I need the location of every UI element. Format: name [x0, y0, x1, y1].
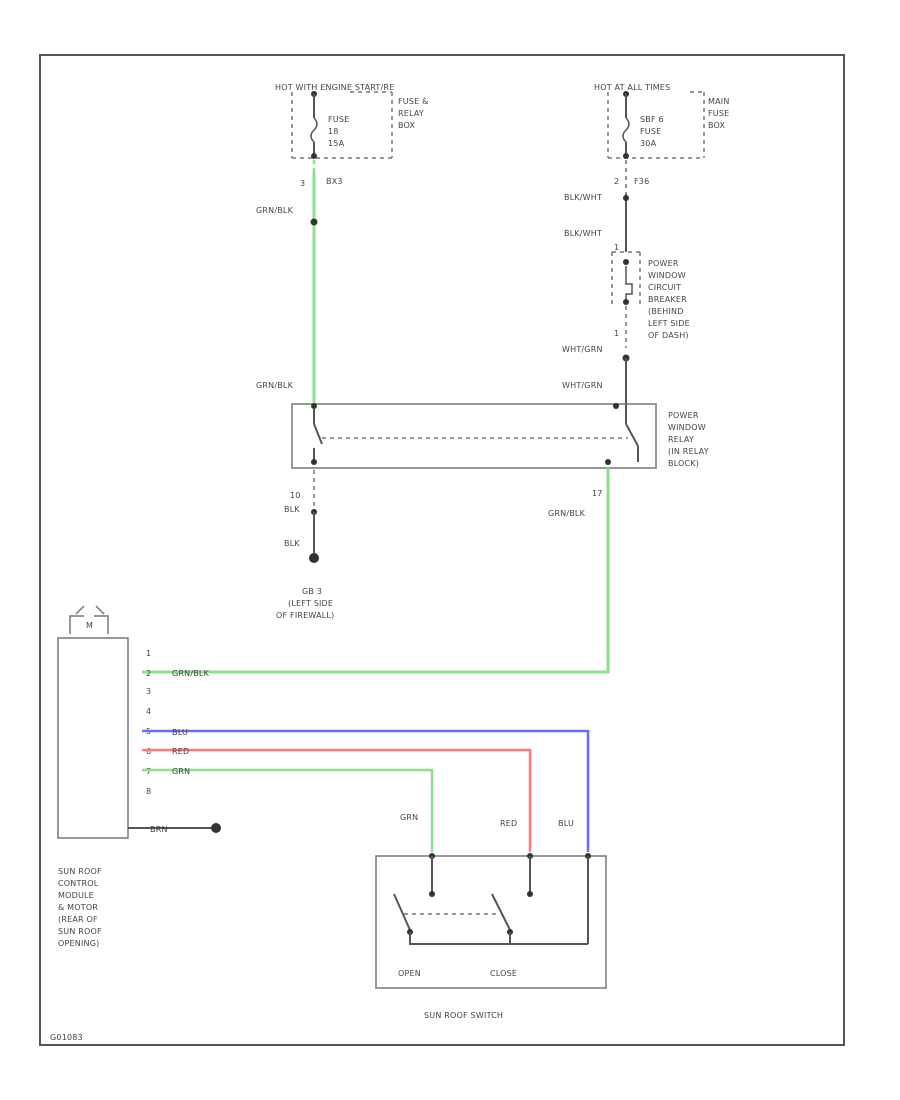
left-conn-id: BX3: [326, 177, 343, 186]
cb-label-7: OF DASH): [648, 331, 689, 340]
red-wire: [142, 748, 532, 852]
module-label-3: MODULE: [58, 891, 94, 900]
wire-label-wht-grn-1: WHT/GRN: [562, 345, 603, 354]
cb-label-1: POWER: [648, 259, 679, 268]
module-label-6: SUN ROOF: [58, 927, 102, 936]
module-pin-4: 4: [146, 707, 151, 716]
module-ground-icon: [211, 823, 221, 833]
cb-pin-bottom: 1: [614, 329, 619, 338]
ground-point-icon: [309, 553, 319, 563]
module-pin-1: 1: [146, 649, 151, 658]
ground-pin: 10: [290, 491, 301, 500]
module-pin-8: 8: [146, 787, 151, 796]
left-box-line-2: RELAY: [398, 109, 424, 118]
module-pin-7: 7: [146, 767, 151, 776]
relay-out-pin: 17: [592, 489, 603, 498]
wire-label-blk-1: BLK: [284, 505, 300, 514]
right-box-line-1: MAIN: [708, 97, 730, 106]
relay-label-4: (IN RELAY: [668, 447, 709, 456]
module-label-2: CONTROL: [58, 879, 99, 888]
left-supply-label: HOT WITH ENGINE START/RE: [275, 83, 394, 92]
cb-label-5: (BEHIND: [648, 307, 684, 316]
wire-label-blk-2: BLK: [284, 539, 300, 548]
wire-label-module-grn-blk: GRN/BLK: [172, 669, 210, 678]
relay-label-1: POWER: [668, 411, 699, 420]
wire-label-module-gnd: BRN: [150, 825, 168, 834]
footer-code: G01083: [50, 1033, 83, 1042]
module-label-7: OPENING): [58, 939, 99, 948]
wire-label-grn-blk-1: GRN/BLK: [256, 206, 294, 215]
switch-title: SUN ROOF SWITCH: [424, 1011, 503, 1020]
left-box-line-3: BOX: [398, 121, 416, 130]
relay-label-2: WINDOW: [668, 423, 706, 432]
blu-wire: [142, 729, 590, 852]
cb-pin-top: 1: [614, 243, 619, 252]
wire-label-module-blu: BLU: [172, 728, 188, 737]
left-box-line-1: FUSE &: [398, 97, 429, 106]
ground-label-1: GB 3: [302, 587, 322, 596]
wire-label-module-red: RED: [172, 747, 189, 756]
module-label-5: (REAR OF: [58, 915, 98, 924]
right-fuse-line-3: 30A: [640, 139, 657, 148]
relay-label-5: BLOCK): [668, 459, 699, 468]
fuse-relay-box-left: HOT WITH ENGINE START/RE FUSE 18 15A FUS…: [275, 83, 429, 188]
ground-label-3: OF FIREWALL): [276, 611, 334, 620]
cb-label-3: CIRCUIT: [648, 283, 681, 292]
main-fuse-box-right: HOT AT ALL TIMES SBF 6 FUSE 30A MAIN FUS…: [594, 83, 730, 186]
power-window-circuit-breaker: 1 POWER WINDOW CIRCUIT BREAKER (BEHIND L…: [611, 243, 690, 340]
cb-label-6: LEFT SIDE: [648, 319, 690, 328]
grn-wire: [142, 768, 434, 852]
power-window-relay: POWER WINDOW RELAY (IN RELAY BLOCK): [291, 403, 709, 469]
left-conn-pin: 3: [300, 179, 305, 188]
cb-label-4: BREAKER: [648, 295, 687, 304]
wire-label-switch-red: RED: [500, 819, 517, 828]
grn-blk-wire-out: [142, 468, 610, 674]
module-pin-2: 2: [146, 669, 151, 678]
wire-label-blk-wht-2: BLK/WHT: [564, 229, 602, 238]
right-fuse-line-1: SBF 6: [640, 115, 664, 124]
wire-label-blk-wht-1: BLK/WHT: [564, 193, 602, 202]
module-pin-3: 3: [146, 687, 151, 696]
motor-icon: M: [86, 621, 93, 630]
left-fuse-line-3: 15A: [328, 139, 345, 148]
right-conn-id: F36: [634, 177, 649, 186]
switch-open-label: OPEN: [398, 969, 421, 978]
wire-label-wht-grn-2: WHT/GRN: [562, 381, 603, 390]
wire-label-module-grn: GRN: [172, 767, 190, 776]
switch-close-label: CLOSE: [490, 969, 517, 978]
wire-label-switch-blu: BLU: [558, 819, 574, 828]
wire-label-grn-blk-2: GRN/BLK: [256, 381, 294, 390]
left-fuse-line-1: FUSE: [328, 115, 349, 124]
sun-roof-control-module: M 1 2 3 4 5 6 7 8 SUN ROOF CONTROL MODUL…: [57, 605, 151, 948]
cb-label-2: WINDOW: [648, 271, 686, 280]
module-label-4: & MOTOR: [58, 903, 98, 912]
wire-label-grn-blk-3: GRN/BLK: [548, 509, 586, 518]
left-fuse-line-2: 18: [328, 127, 339, 136]
sun-roof-switch: OPEN CLOSE: [375, 853, 607, 989]
wire-label-switch-grn: GRN: [400, 813, 418, 822]
right-conn-pin: 2: [614, 177, 619, 186]
relay-label-3: RELAY: [668, 435, 694, 444]
right-box-line-3: BOX: [708, 121, 726, 130]
right-box-line-2: FUSE: [708, 109, 729, 118]
right-fuse-line-2: FUSE: [640, 127, 661, 136]
module-pin-6: 6: [146, 747, 151, 756]
right-supply-label: HOT AT ALL TIMES: [594, 83, 670, 92]
diagram-frame: [39, 54, 845, 1046]
ground-label-2: (LEFT SIDE: [288, 599, 333, 608]
module-label-1: SUN ROOF: [58, 867, 102, 876]
